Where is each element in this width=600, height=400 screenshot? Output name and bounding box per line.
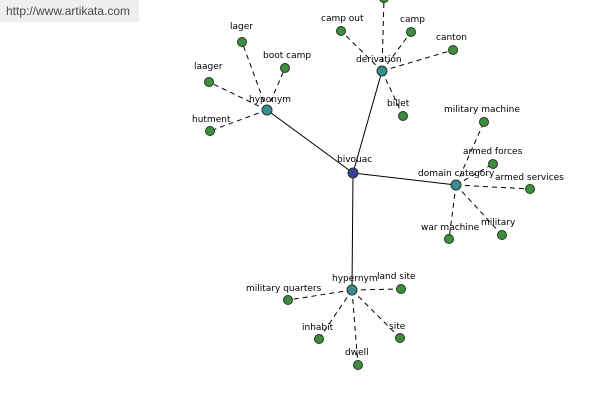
label-lager: lager <box>230 22 253 32</box>
label-dwell: dwell <box>345 348 369 358</box>
edge-hyponym-hutment <box>209 109 268 132</box>
label-military: military <box>481 218 516 228</box>
edge-domain-category-military <box>455 184 503 236</box>
edge-bivouac-domain-category <box>352 172 457 186</box>
node-hutment[interactable] <box>205 126 215 136</box>
label-site: site <box>389 322 406 332</box>
node-billet[interactable] <box>398 111 408 121</box>
edge-bivouac-hypernym <box>351 172 354 291</box>
edge-derivation-billet <box>381 70 404 117</box>
edge-hyponym-boot-camp <box>266 67 286 111</box>
nodes-layer <box>204 0 535 370</box>
label-boot-camp: boot camp <box>263 51 311 61</box>
node-boot-camp[interactable] <box>280 63 290 73</box>
label-camp: camp <box>400 15 425 25</box>
labels-layer: bivouac hyponym derivation domain category h… <box>192 14 564 358</box>
label-military-machine: military machine <box>444 105 520 115</box>
edge-hypernym-military-quarters <box>287 289 353 301</box>
node-camp[interactable] <box>406 27 416 37</box>
edge-derivation-camp-out <box>340 30 383 72</box>
node-site[interactable] <box>395 333 405 343</box>
node-canton[interactable] <box>448 45 458 55</box>
label-inhabit: inhabit <box>302 323 334 333</box>
edge-hyponym-laager <box>208 81 268 111</box>
node-military-machine[interactable] <box>479 117 489 127</box>
edge-bivouac-hyponym <box>266 109 354 174</box>
label-armed-services: armed services <box>495 173 564 183</box>
edge-domain-category-armed-forces <box>455 163 494 186</box>
edge-derivation-canton <box>381 49 454 72</box>
label-domain-category: domain category <box>418 169 495 179</box>
label-hutment: hutment <box>192 115 231 125</box>
label-military-quarters: military quarters <box>246 284 322 294</box>
site-url-link[interactable]: http://www.artikata.com <box>0 0 139 22</box>
edge-bivouac-derivation <box>352 70 383 174</box>
node-inhabit[interactable] <box>314 334 324 344</box>
label-bivouac: bivouac <box>337 155 372 165</box>
label-camp-out: camp out <box>321 14 364 24</box>
edge-hypernym-dwell <box>351 289 359 366</box>
edges-layer <box>208 0 531 366</box>
edge-derivation-derivation-top <box>381 0 385 72</box>
label-canton: canton <box>436 33 467 43</box>
node-military-quarters[interactable] <box>283 295 293 305</box>
node-camp-out[interactable] <box>336 26 346 36</box>
edge-domain-category-military-machine <box>455 121 485 186</box>
edge-domain-category-war-machine <box>448 184 457 240</box>
node-armed-services[interactable] <box>525 184 535 194</box>
node-military[interactable] <box>497 230 507 240</box>
label-derivation: derivation <box>356 55 402 65</box>
node-derivation[interactable] <box>376 65 388 77</box>
node-dwell[interactable] <box>353 360 363 370</box>
node-laager[interactable] <box>204 77 214 87</box>
node-armed-forces[interactable] <box>488 159 498 169</box>
label-armed-forces: armed forces <box>463 147 523 157</box>
node-land-site[interactable] <box>396 284 406 294</box>
node-war-machine[interactable] <box>444 234 454 244</box>
node-hypernym[interactable] <box>346 284 358 296</box>
node-hyponym[interactable] <box>261 104 273 116</box>
label-war-machine: war machine <box>421 223 480 233</box>
node-domain-category[interactable] <box>450 179 462 191</box>
node-bivouac[interactable] <box>347 167 359 179</box>
label-land-site: land site <box>377 272 416 282</box>
edge-derivation-camp <box>381 31 412 72</box>
label-laager: laager <box>194 62 223 72</box>
edge-hypernym-site <box>351 289 401 339</box>
node-derivation-top[interactable] <box>379 0 389 3</box>
edge-hypernym-inhabit <box>318 289 353 340</box>
edge-hypernym-land-site <box>351 288 402 291</box>
edge-domain-category-armed-services <box>455 184 531 190</box>
node-lager[interactable] <box>237 37 247 47</box>
edge-hyponym-lager <box>241 41 268 111</box>
label-hypernym: hypernym <box>332 274 378 284</box>
label-billet: billet <box>387 99 410 109</box>
label-hyponym: hyponym <box>249 95 291 105</box>
